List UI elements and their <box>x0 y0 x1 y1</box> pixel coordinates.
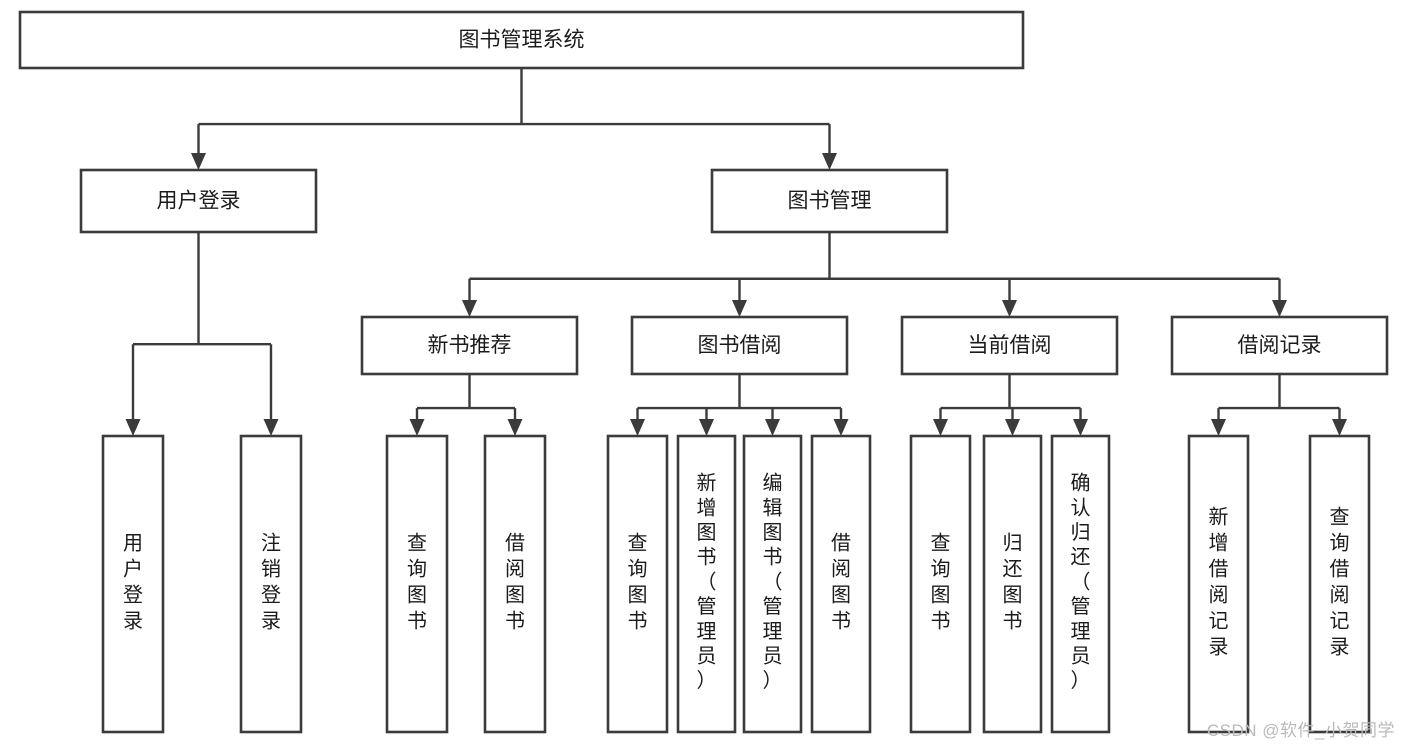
node-borrow-record[interactable]: 借阅记录 <box>1170 315 1389 376</box>
node-label-user-login: 用户登录 <box>157 190 241 213</box>
arrow-head-new-book-recommend <box>462 300 477 317</box>
node-box-user-login <box>79 168 318 234</box>
arrow-head-user-login <box>191 153 206 170</box>
node-label-leaf-logout-login: 注销登录 <box>261 532 281 633</box>
node-label-leaf-add-book-admin: 新增图书（管理员） <box>697 472 717 693</box>
arrow-head-leaf-borrow-book-2 <box>833 419 849 436</box>
node-box-book-management <box>710 168 949 234</box>
node-label-leaf-query-borrow-record: 查询借阅记录 <box>1330 506 1350 659</box>
node-box-leaf-query-book-2 <box>606 434 669 734</box>
node-new-book-recommend[interactable]: 新书推荐 <box>360 315 579 376</box>
node-leaf-add-borrow-record[interactable]: 新增借阅记录 <box>1187 434 1250 734</box>
nodes-layer: 图书管理系统用户登录图书管理新书推荐图书借阅当前借阅借阅记录用户登录注销登录查询… <box>18 10 1389 734</box>
arrow-head-leaf-borrow-book-1 <box>507 419 523 436</box>
arrow-head-borrow-record <box>1272 300 1287 317</box>
node-box-leaf-borrow-book-2 <box>810 434 872 734</box>
arrow-head-current-borrow <box>1002 300 1017 317</box>
node-box-leaf-edit-book-admin <box>742 434 803 734</box>
node-label-leaf-borrow-book-2: 借阅图书 <box>831 532 851 633</box>
node-label-leaf-confirm-return-admin: 确认归还（管理员） <box>1071 472 1091 693</box>
node-book-borrow[interactable]: 图书借阅 <box>630 315 849 376</box>
node-label-leaf-query-book-1: 查询图书 <box>407 532 427 633</box>
arrow-head-book-management <box>822 153 837 170</box>
arrow-head-leaf-query-book-3 <box>933 419 948 436</box>
arrow-head-leaf-confirm-return-admin <box>1073 419 1088 436</box>
arrow-head-book-borrow <box>732 300 747 317</box>
node-box-leaf-query-borrow-record <box>1308 434 1371 734</box>
arrow-head-leaf-query-book-1 <box>409 419 425 436</box>
node-leaf-borrow-book-2[interactable]: 借阅图书 <box>810 434 872 734</box>
node-label-leaf-return-book: 归还图书 <box>1003 532 1023 633</box>
node-label-leaf-user-login: 用户登录 <box>123 533 143 633</box>
node-leaf-edit-book-admin[interactable]: 编辑图书（管理员） <box>742 434 803 734</box>
node-leaf-confirm-return-admin[interactable]: 确认归还（管理员） <box>1050 434 1111 734</box>
node-leaf-logout-login[interactable]: 注销登录 <box>239 434 303 734</box>
node-label-leaf-query-book-2: 查询图书 <box>628 532 648 633</box>
node-label-current-borrow: 当前借阅 <box>968 334 1052 357</box>
node-box-leaf-add-book-admin <box>676 434 737 734</box>
arrow-head-leaf-add-borrow-record <box>1211 419 1226 436</box>
node-box-leaf-return-book <box>982 434 1043 734</box>
node-box-book-borrow <box>630 315 849 376</box>
node-label-leaf-add-borrow-record: 新增借阅记录 <box>1209 506 1229 659</box>
node-label-borrow-record: 借阅记录 <box>1238 334 1322 357</box>
watermark-label: CSDN @软件_小贺同学 <box>1206 721 1395 740</box>
node-leaf-query-borrow-record[interactable]: 查询借阅记录 <box>1308 434 1371 734</box>
node-box-new-book-recommend <box>360 315 579 376</box>
node-box-leaf-user-login <box>101 434 165 734</box>
node-label-new-book-recommend: 新书推荐 <box>428 334 512 357</box>
node-root[interactable]: 图书管理系统 <box>18 10 1025 70</box>
node-leaf-borrow-book-1[interactable]: 借阅图书 <box>483 434 547 734</box>
arrow-head-leaf-query-book-2 <box>630 419 645 436</box>
node-box-current-borrow <box>900 315 1119 376</box>
node-box-leaf-borrow-book-1 <box>483 434 547 734</box>
node-leaf-user-login[interactable]: 用户登录 <box>101 434 165 734</box>
arrow-head-leaf-logout-login <box>263 419 279 436</box>
arrow-head-leaf-query-borrow-record <box>1332 419 1347 436</box>
arrow-head-leaf-edit-book-admin <box>765 419 780 436</box>
node-box-borrow-record <box>1170 315 1389 376</box>
node-leaf-query-book-3[interactable]: 查询图书 <box>909 434 972 734</box>
node-box-leaf-query-book-3 <box>909 434 972 734</box>
node-box-leaf-confirm-return-admin <box>1050 434 1111 734</box>
node-label-root: 图书管理系统 <box>459 29 585 52</box>
node-label-book-management: 图书管理 <box>788 190 872 213</box>
arrow-head-leaf-return-book <box>1005 419 1020 436</box>
node-leaf-query-book-2[interactable]: 查询图书 <box>606 434 669 734</box>
node-user-login[interactable]: 用户登录 <box>79 168 318 234</box>
node-leaf-add-book-admin[interactable]: 新增图书（管理员） <box>676 434 737 734</box>
node-box-leaf-add-borrow-record <box>1187 434 1250 734</box>
node-label-book-borrow: 图书借阅 <box>698 334 782 357</box>
node-leaf-return-book[interactable]: 归还图书 <box>982 434 1043 734</box>
node-book-management[interactable]: 图书管理 <box>710 168 949 234</box>
arrow-head-leaf-add-book-admin <box>699 419 714 436</box>
node-leaf-query-book-1[interactable]: 查询图书 <box>385 434 449 734</box>
node-current-borrow[interactable]: 当前借阅 <box>900 315 1119 376</box>
node-box-leaf-logout-login <box>239 434 303 734</box>
node-label-leaf-query-book-3: 查询图书 <box>931 532 951 633</box>
node-label-leaf-borrow-book-1: 借阅图书 <box>505 532 525 633</box>
edges-layer <box>125 68 1347 436</box>
node-box-leaf-query-book-1 <box>385 434 449 734</box>
node-box-root <box>18 10 1025 70</box>
arrow-head-leaf-user-login <box>125 419 141 436</box>
node-label-leaf-edit-book-admin: 编辑图书（管理员） <box>763 472 783 693</box>
